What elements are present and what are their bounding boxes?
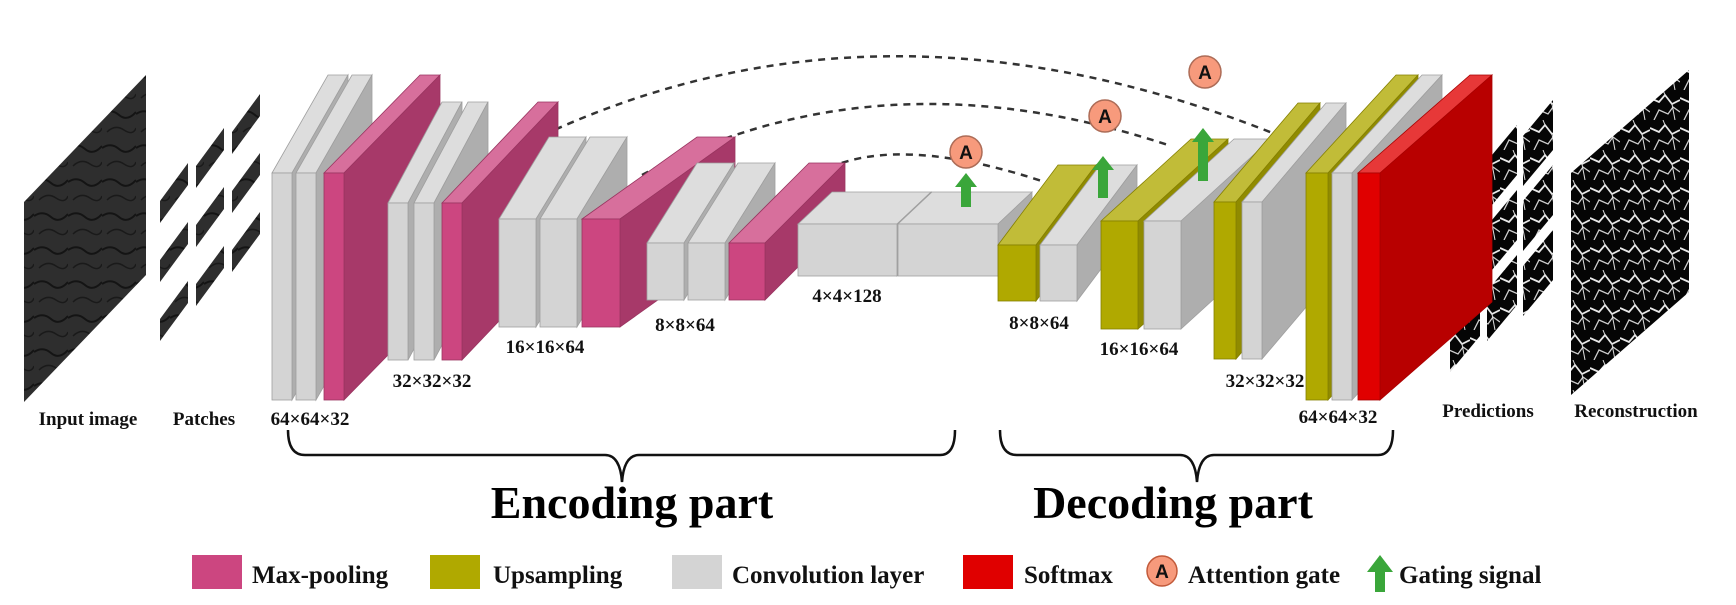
gating-arrow-icon [1192, 128, 1214, 181]
prediction-thumbnail [1523, 100, 1553, 186]
legend-swatch-softmax [963, 555, 1013, 589]
gating-arrow-icon [955, 173, 977, 207]
attention-gate-icon: A [1146, 555, 1178, 587]
legend-label-attention-gate: Attention gate [1188, 562, 1340, 589]
patch-thumbnail [160, 163, 188, 223]
encoder-size-label: 32×32×32 [393, 371, 472, 392]
decoder-size-label: 64×64×32 [1299, 407, 1378, 428]
legend-swatch-max-pooling [192, 555, 242, 589]
reconstruction-label: Reconstruction [1574, 401, 1698, 422]
softmax-block [1356, 74, 1494, 401]
legend: Max-pooling Upsampling Convolution layer… [192, 555, 1541, 592]
attention-gate-icon: A [949, 135, 983, 169]
prediction-thumbnail [1523, 230, 1553, 316]
skip-connection [496, 54, 1286, 160]
legend-swatch-upsampling [430, 555, 480, 589]
patch-thumbnail [232, 94, 260, 154]
decoding-brace [998, 429, 1395, 483]
attention-gate-icon: A [1088, 99, 1122, 133]
encoding-brace [286, 429, 957, 483]
legend-label-max-pooling: Max-pooling [252, 562, 389, 589]
legend-label-convolution: Convolution layer [732, 562, 924, 589]
prediction-thumbnail [1523, 165, 1553, 251]
patch-thumbnail [196, 246, 224, 306]
input-image [24, 75, 146, 402]
patch-thumbnail [196, 187, 224, 247]
encoder-size-label: 16×16×64 [506, 337, 585, 358]
reconstruction-image [1571, 70, 1689, 395]
predictions-label: Predictions [1442, 401, 1533, 422]
attention-gate-icon: A [1188, 55, 1222, 89]
input-image-label: Input image [39, 409, 138, 430]
svg-text:A: A [1155, 562, 1169, 583]
prediction-thumbnail [1487, 190, 1517, 276]
encoder-size-label: 64×64×32 [271, 409, 350, 430]
encoder-size-label: 4×4×128 [812, 286, 881, 307]
gating-arrow-icon [1092, 156, 1114, 198]
svg-text:A: A [1098, 107, 1112, 128]
legend-label-gating-signal: Gating signal [1399, 562, 1541, 589]
legend-label-softmax: Softmax [1024, 562, 1113, 589]
prediction-thumbnail [1487, 125, 1517, 211]
gating-arrow-icon [1367, 555, 1393, 592]
patch-thumbnail [196, 128, 224, 188]
svg-text:A: A [959, 143, 973, 164]
prediction-thumbnail [1487, 255, 1517, 341]
patch-thumbnail [232, 153, 260, 213]
decoder-size-label: 32×32×32 [1226, 371, 1305, 392]
skip-connection [641, 102, 1169, 177]
decoding-part-title: Decoding part [1033, 477, 1314, 528]
decoder-size-label: 16×16×64 [1100, 339, 1179, 360]
svg-text:A: A [1198, 63, 1212, 84]
decoder-size-label: 8×8×64 [1009, 313, 1069, 334]
encoding-part-title: Encoding part [491, 477, 774, 528]
encoder-size-label: 8×8×64 [655, 315, 715, 336]
legend-label-upsampling: Upsampling [493, 562, 623, 589]
patch-thumbnail [160, 281, 188, 341]
patch-thumbnail [232, 212, 260, 272]
patch-thumbnail [160, 222, 188, 282]
legend-swatch-convolution [672, 555, 722, 589]
patches-label: Patches [173, 409, 235, 430]
